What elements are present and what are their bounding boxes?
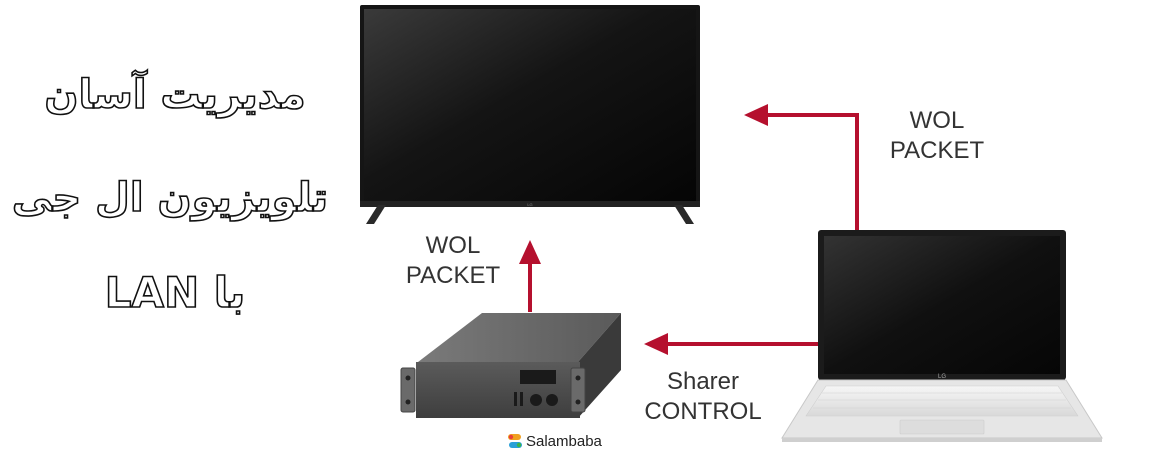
laptop-keyboard	[805, 385, 1079, 417]
arrow-laptop-to-sharer-head	[644, 333, 668, 355]
salambaba-logo-icon	[508, 434, 522, 448]
sharer-knob-2	[546, 394, 558, 406]
salambaba-logo-text: Salambaba	[526, 432, 602, 450]
wol-packet-label-sharer-line2: PACKET	[405, 262, 501, 289]
salambaba-watermark: Salambaba	[508, 430, 602, 452]
sharer-right-rack-ear	[570, 367, 586, 413]
tv-right-foot	[674, 205, 694, 224]
laptop-brand-logo: LG	[938, 374, 946, 380]
sharer-side-face	[578, 313, 621, 418]
tv-screen	[364, 9, 696, 201]
title-line-1: مدیریت آسان	[44, 71, 307, 119]
laptop-front-edge	[782, 438, 1102, 442]
wol-packet-label-tv-line2: PACKET	[889, 137, 985, 164]
tv-left-foot	[366, 205, 386, 224]
sharer-control-label-line1: Sharer	[666, 368, 740, 395]
title-line-3: با LAN	[104, 267, 246, 318]
laptop-touchpad	[899, 419, 985, 435]
tv-brand-logo: LG	[527, 202, 532, 207]
wol-packet-label-sharer-line1: WOL	[425, 232, 481, 259]
laptop-screen	[824, 236, 1060, 374]
title-line-2: تلویزیون ال جی	[11, 174, 329, 222]
sharer-top-face	[418, 313, 621, 362]
sharer-display	[520, 370, 556, 384]
sharer-control-label-line2: CONTROL	[644, 398, 762, 425]
wol-packet-label-sharer: WOL PACKET	[388, 231, 518, 291]
tv-device: LG	[360, 5, 700, 224]
sharer-knob-1	[530, 394, 542, 406]
tv-bottom-edge	[360, 201, 700, 207]
laptop-device: LG	[781, 230, 1103, 442]
wol-packet-label-tv-line1: WOL	[909, 107, 965, 134]
sharer-device	[400, 313, 621, 418]
arrow-laptop-to-tv	[766, 113, 859, 230]
laptop-key-rows	[813, 392, 1071, 409]
arrow-sharer-to-tv-head	[519, 240, 541, 264]
sharer-control-label: Sharer CONTROL	[628, 367, 778, 427]
arrow-laptop-to-tv-head	[744, 104, 768, 126]
sharer-slot-1	[514, 392, 517, 406]
wol-packet-label-tv: WOL PACKET	[872, 106, 1002, 166]
sharer-left-rack-ear	[400, 367, 416, 413]
sharer-slot-2	[520, 392, 523, 406]
